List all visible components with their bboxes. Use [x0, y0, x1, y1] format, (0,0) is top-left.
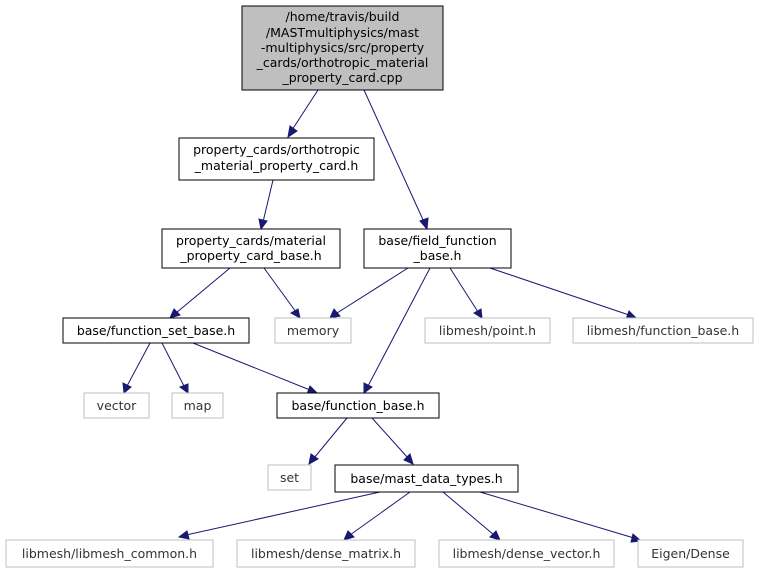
node-vector[interactable]: vector	[83, 392, 150, 419]
edge-function-set-to-vector	[126, 342, 151, 387]
edge-mast-types-to-dense-matrix	[349, 491, 411, 536]
nodes: /home/travis/build /MASTmultiphysics/mas…	[5, 5, 754, 568]
edge-arrow-mast-types-to-dense-matrix	[343, 530, 355, 541]
node-dense-vector-box	[438, 539, 615, 568]
node-dense-vector-label: libmesh/dense_vector.h	[453, 546, 601, 561]
node-set-box	[267, 464, 312, 491]
node-root-line-5: _property_card.cpp	[281, 70, 402, 85]
edge-mast-types-to-libmesh-common	[185, 491, 381, 536]
node-root-line-4: _cards/orthotropic_material	[256, 55, 429, 70]
node-map-box	[171, 392, 224, 419]
node-field-function-base-h[interactable]: base/field_function _base.h	[363, 228, 512, 269]
edge-ortho-h-to-material-base	[262, 179, 274, 223]
node-orthotropic-material-property-card-h[interactable]: property_cards/orthotropic _material_pro…	[178, 137, 375, 181]
edge-mast-types-to-dense-vector	[442, 491, 495, 536]
edge-arrow-field-function-to-point	[473, 308, 483, 319]
edge-arrow-mast-types-to-dense-vector	[489, 530, 501, 541]
node-point-label: libmesh/point.h	[439, 323, 536, 338]
node-dense-vector-h[interactable]: libmesh/dense_vector.h	[438, 539, 615, 568]
node-dense-matrix-label: libmesh/dense_matrix.h	[251, 546, 401, 561]
node-eigen-label: Eigen/Dense	[651, 546, 730, 561]
node-libmesh-common-label: libmesh/libmesh_common.h	[22, 546, 197, 561]
edge-material-base-to-function-set	[175, 267, 231, 314]
node-function-base-box	[276, 392, 440, 419]
edge-root-to-ortho-h	[291, 89, 319, 131]
edge-material-base-to-memory	[263, 267, 297, 313]
edge-arrow-root-to-ortho-h	[287, 125, 298, 139]
edge-function-base-to-mast-types	[371, 417, 409, 459]
edge-arrow-mast-types-to-libmesh-common	[177, 530, 190, 540]
node-function-set-label: base/function_set_base.h	[77, 323, 235, 338]
node-ortho-h-line-2: _material_property_card.h	[194, 158, 359, 173]
node-libmesh-point-h[interactable]: libmesh/point.h	[424, 317, 551, 344]
node-mast-types-box	[334, 464, 519, 493]
node-libmesh-common-box	[5, 539, 214, 568]
edge-field-function-to-lm-function-base	[489, 267, 630, 316]
edge-arrow-function-base-to-mast-types	[403, 453, 414, 465]
edges	[122, 89, 643, 543]
node-root-line-2: /MASTmultiphysics/mast	[266, 25, 419, 40]
edge-arrow-material-base-to-function-set	[169, 308, 181, 319]
edge-arrow-root-to-field-function	[419, 217, 429, 231]
node-ortho-h-box	[178, 137, 375, 181]
node-mast-types-label: base/mast_data_types.h	[350, 471, 502, 486]
node-root-box	[241, 5, 444, 91]
node-memory[interactable]: memory	[274, 317, 352, 344]
node-root-source-file[interactable]: /home/travis/build /MASTmultiphysics/mas…	[241, 5, 444, 91]
node-eigen-box	[637, 539, 744, 568]
node-field-function-line-1: base/field_function	[378, 233, 496, 248]
edge-arrow-material-base-to-memory	[289, 308, 301, 319]
edge-arrow-field-function-to-function-base	[363, 382, 373, 394]
edge-arrow-function-base-to-set	[308, 453, 319, 465]
edge-arrow-function-set-to-map	[178, 383, 189, 394]
node-dense-matrix-box	[236, 539, 416, 568]
edge-arrow-ortho-h-to-material-base	[258, 218, 268, 231]
node-material-base-box	[161, 228, 341, 269]
node-point-box	[424, 317, 551, 344]
node-set-label: set	[280, 470, 299, 485]
node-eigen-dense[interactable]: Eigen/Dense	[637, 539, 744, 568]
edge-field-function-to-memory	[336, 267, 409, 314]
node-libmesh-common-h[interactable]: libmesh/libmesh_common.h	[5, 539, 214, 568]
node-lm-function-base-box	[572, 317, 754, 344]
node-map[interactable]: map	[171, 392, 224, 419]
node-libmesh-function-base-h[interactable]: libmesh/function_base.h	[572, 317, 754, 344]
node-mast-data-types-h[interactable]: base/mast_data_types.h	[334, 464, 519, 493]
node-map-label: map	[184, 398, 212, 413]
edge-root-to-field-function	[363, 89, 425, 223]
node-memory-label: memory	[287, 323, 340, 338]
edge-mast-types-to-eigen	[479, 491, 635, 539]
node-function-base-label: base/function_base.h	[291, 398, 424, 413]
node-material-base-line-1: property_cards/material	[176, 233, 326, 248]
node-vector-box	[83, 392, 150, 419]
node-root-line-1: /home/travis/build	[286, 9, 400, 24]
edge-function-set-to-map	[161, 342, 185, 387]
node-field-function-line-2: _base.h	[413, 248, 462, 263]
node-material-base-line-2: _property_card_base.h	[179, 248, 321, 263]
node-vector-label: vector	[97, 398, 138, 413]
node-root-line-3: -multiphysics/src/property	[261, 40, 425, 55]
node-function-set-box	[62, 317, 250, 344]
edge-arrow-field-function-to-memory	[329, 308, 341, 319]
node-material-property-card-base-h[interactable]: property_cards/material _property_card_b…	[161, 228, 341, 269]
edge-function-set-to-function-base	[192, 342, 311, 391]
node-function-set-base-h[interactable]: base/function_set_base.h	[62, 317, 250, 344]
node-set[interactable]: set	[267, 464, 312, 491]
edge-arrow-function-set-to-vector	[122, 382, 132, 395]
node-ortho-h-line-1: property_cards/orthotropic	[193, 142, 360, 157]
node-lm-function-base-label: libmesh/function_base.h	[587, 323, 739, 338]
node-dense-matrix-h[interactable]: libmesh/dense_matrix.h	[236, 539, 416, 568]
edge-field-function-to-point	[449, 267, 479, 313]
node-memory-box	[274, 317, 352, 344]
edge-field-function-to-function-base	[367, 267, 431, 387]
node-function-base-h[interactable]: base/function_base.h	[276, 392, 440, 419]
edge-function-base-to-set	[313, 417, 348, 459]
node-field-function-box	[363, 228, 512, 269]
